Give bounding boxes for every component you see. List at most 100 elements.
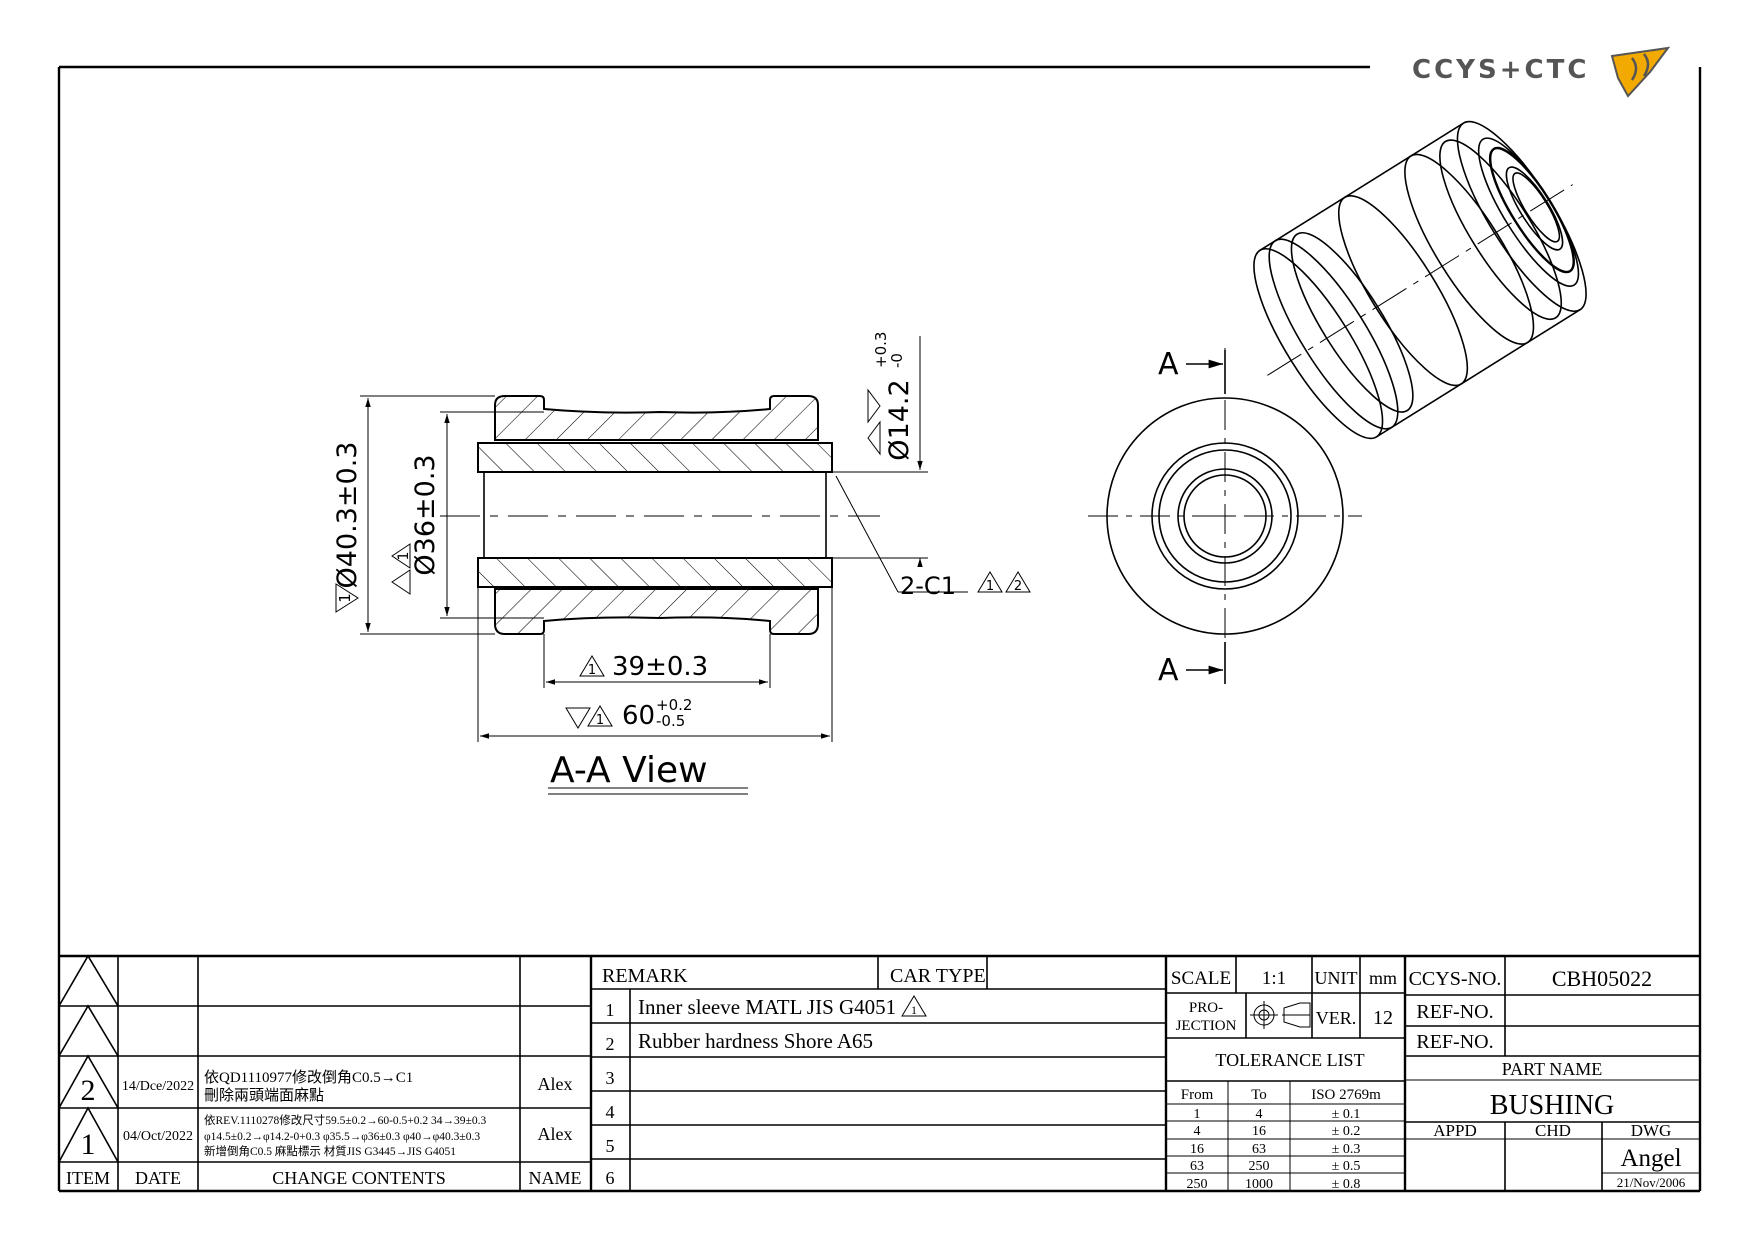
tol-header-to: To [1251,1087,1267,1103]
part-info-block: CCYS-NO. CBH05022 REF-NO. REF-NO. PART N… [1409,966,1686,1190]
svg-text:16: 16 [1190,1142,1204,1157]
scale-value: 1:1 [1262,968,1286,989]
svg-text:± 0.3: ± 0.3 [1332,1142,1361,1157]
remark-header: REMARK [602,965,688,987]
inner-sleeve-upper [477,442,833,473]
rev-row-1-name: Alex [538,1124,573,1144]
ver-value: 12 [1373,1007,1393,1029]
rev-row-2-line1: 依QD1110977修改倒角C0.5→C1 [204,1069,413,1086]
projection-symbol-icon [1250,1001,1311,1029]
rev-mark-2: 2 [1014,579,1022,594]
unit-value: mm [1369,968,1397,988]
chd-label: CHD [1535,1121,1571,1140]
dwg-label: DWG [1631,1121,1672,1140]
header-date: DATE [135,1168,181,1188]
revision-table: 2 14/Dce/2022 依QD1110977修改倒角C0.5→C1 刪除兩頭… [66,1069,582,1188]
remark-n-6: 6 [606,1168,615,1188]
remark-text-2: Rubber hardness Shore A65 [638,1029,873,1053]
section-label-bottom: A [1158,653,1179,688]
svg-text:63: 63 [1190,1159,1204,1174]
projection-label-2: JECTION [1176,1018,1237,1034]
dim-inner-diameter: Ø14.2 [884,379,915,460]
svg-text:1: 1 [588,663,596,678]
inner-sleeve-lower [477,557,833,588]
rev-row-2-item: 2 [81,1074,96,1107]
logo-mark-icon [1610,46,1671,98]
dim-inner-upper: +0.3 [872,332,890,368]
remark-n-3: 3 [606,1068,615,1088]
header-name: NAME [529,1168,582,1188]
part-name-label: PART NAME [1502,1059,1602,1079]
svg-text:1: 1 [911,1003,917,1017]
svg-text:1000: 1000 [1245,1177,1273,1192]
remark-table: REMARK CAR TYPE 1 Inner sleeve MATL JIS … [602,965,986,1188]
ref-no-label-2: REF-NO. [1416,1031,1493,1053]
dim-60-upper: +0.2 [656,696,692,714]
svg-text:± 0.8: ± 0.8 [1332,1177,1361,1192]
rev-row-2-name: Alex [538,1074,573,1094]
dim-chamfer: 2-C1 [900,572,956,600]
svg-text:± 0.2: ± 0.2 [1332,1124,1361,1139]
svg-text:16: 16 [1252,1124,1266,1139]
logo-text: CCYS+CTC [1412,55,1589,85]
svg-text:± 0.5: ± 0.5 [1332,1159,1361,1174]
rev-row-1-line2: φ14.5±0.2→φ14.2-0+0.3 φ35.5→φ36±0.3 φ40→… [204,1131,480,1143]
section-view-a-a: Ø40.3±0.3 1 Ø36±0.3 1 Ø14.2 +0.3 -0 [332,332,1031,795]
car-type-label: CAR TYPE [890,965,986,987]
drawing-border [57,65,1702,1193]
svg-text:63: 63 [1252,1142,1266,1157]
rev-mark-1: 1 [336,593,354,603]
title-block-grid [58,954,1700,1191]
rev-row-2-date: 14/Dce/2022 [122,1079,194,1094]
rubber-section-lower [494,588,819,635]
appd-label: APPD [1433,1121,1476,1140]
rev-row-2-line2: 刪除兩頭端面麻點 [204,1087,324,1104]
rev-row-1-line3: 新增倒角C0.5 麻點標示 材質JIS G3445→JIS G4051 [204,1144,456,1158]
dwg-date: 21/Nov/2006 [1617,1175,1686,1190]
dim-length-60: 60 [622,701,655,731]
isometric-view [1253,120,1587,440]
ref-no-label-1: REF-NO. [1416,1001,1493,1023]
remark-text-1: Inner sleeve MATL JIS G4051 [638,995,896,1019]
header-item: ITEM [66,1168,110,1188]
ccys-no-label: CCYS-NO. [1409,968,1502,990]
remark-n-4: 4 [606,1102,615,1122]
dim-inner-lower: -0 [888,353,906,368]
tol-header-from: From [1181,1087,1214,1103]
svg-text:4: 4 [1194,1124,1201,1139]
projection-label-1: PRO- [1189,1000,1223,1016]
view-title: A-A View [550,750,708,791]
dwg-name: Angel [1620,1145,1681,1172]
scale-tolerance-block: SCALE 1:1 UNIT mm PRO- JECTION VER. 12 T… [1171,968,1397,1192]
svg-text:4: 4 [1256,1107,1263,1122]
svg-text:250: 250 [1249,1159,1270,1174]
dim-outer-diameter: Ø40.3±0.3 [332,442,363,589]
remark-n-1: 1 [606,1000,615,1020]
scale-label: SCALE [1171,968,1231,989]
end-view: A A [1088,347,1362,688]
svg-text:1: 1 [1194,1107,1201,1122]
dim-60-lower: -0.5 [656,712,685,730]
rev-row-1-date: 04/Oct/2022 [123,1129,193,1144]
rev-mark-1c: 1 [986,579,994,594]
section-label-top: A [1158,347,1179,382]
svg-text:250: 250 [1187,1177,1208,1192]
remark-n-2: 2 [606,1034,615,1054]
rev-row-1-line1: 依REV.1110278修改尺寸59.5±0.2→60-0.5+0.2 34→3… [204,1113,486,1127]
svg-text:± 0.1: ± 0.1 [1332,1107,1361,1122]
company-logo: CCYS+CTC [1412,46,1671,98]
unit-label: UNIT [1315,968,1358,988]
header-contents: CHANGE CONTENTS [272,1168,446,1188]
tolerance-title: TOLERANCE LIST [1215,1050,1364,1070]
dim-mid-diameter: Ø36±0.3 [410,454,441,575]
ccys-no-value: CBH05022 [1552,966,1652,991]
rev-row-1-item: 1 [81,1128,96,1161]
remark-n-5: 5 [606,1136,615,1156]
dim-length-39: 39±0.3 [612,652,708,682]
rev-mark-1b: 1 [396,552,412,561]
rubber-section-upper [494,395,819,441]
tol-header-std: ISO 2769m [1311,1087,1381,1103]
svg-text:1: 1 [596,713,604,728]
part-name-value: BUSHING [1490,1090,1614,1121]
